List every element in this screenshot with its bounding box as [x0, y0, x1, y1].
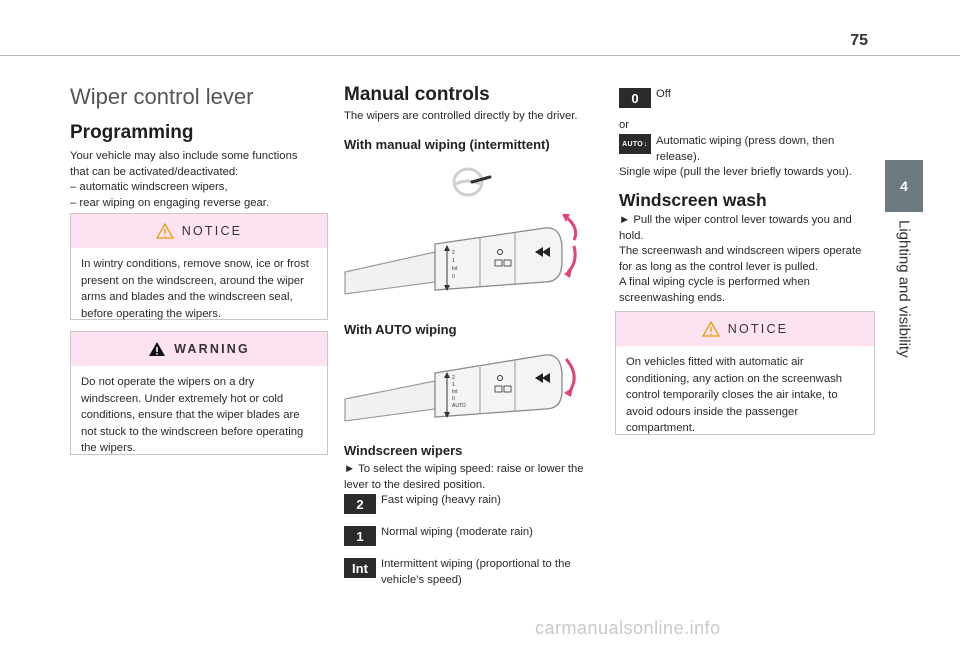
warning-triangle-icon: [701, 321, 720, 337]
text-line: control temporarily closes the air intak…: [626, 389, 838, 401]
chapter-tab[interactable]: 4: [885, 160, 923, 212]
subheading-windscreen-wipers: Windscreen wipers: [344, 443, 463, 458]
text-line: windscreen. Under extremely hot or cold: [81, 392, 284, 405]
text-line: A final wiping cycle is performed when: [619, 276, 810, 288]
warning-icon: [149, 342, 166, 356]
notice-box-wash: NOTICE On vehicles fitted with automatic…: [615, 311, 875, 435]
auto-badge-text: AUTO: [622, 140, 644, 148]
programming-text: Your vehicle may also include some funct…: [70, 149, 330, 211]
manual-intro: The wipers are controlled directly by th…: [344, 110, 578, 122]
text-line: Do not operate the wipers on a dry: [81, 376, 255, 388]
or-text: or: [619, 119, 630, 131]
lever-mark-1: 1: [452, 382, 455, 388]
text-line: lever to the desired position.: [344, 478, 486, 491]
text-line: ► To select the wiping speed: raise or l…: [344, 463, 584, 475]
warning-box: WARNING Do not operate the wipers on a d…: [70, 331, 328, 455]
lever-mark-int: Int: [452, 389, 458, 395]
position-badge-auto: AUTO↓: [619, 134, 651, 154]
text-line: arms and blades and the windscreen seal,: [81, 291, 293, 303]
lever-mark-0: 0: [452, 396, 455, 402]
notice-header: NOTICE: [71, 214, 327, 248]
text-line: The screenwash and windscreen wipers ope…: [619, 245, 862, 257]
warning-header: WARNING: [71, 332, 327, 366]
text-line: ► Pull the wiper control lever towards y…: [619, 214, 852, 226]
warning-triangle-icon: [155, 223, 174, 239]
subheading-manual-wiping: With manual wiping (intermittent): [344, 137, 550, 152]
notice-box: NOTICE In wintry conditions, remove snow…: [70, 213, 328, 320]
wiper-lever-illustration-manual: 2 1 Int 0: [344, 214, 578, 295]
speed-text-normal: Normal wiping (moderate rain): [381, 526, 533, 538]
chapter-title: Lighting and visibility: [890, 220, 918, 370]
position-badge-off: 0: [619, 88, 651, 108]
text-line: the wipers.: [81, 442, 136, 454]
text-line: In wintry conditions, remove snow, ice o…: [81, 258, 309, 270]
list-item: – automatic windscreen wipers,: [70, 181, 228, 193]
lever-mark-2: 2: [452, 250, 455, 256]
section-title-manual: Manual controls: [344, 84, 490, 105]
warning-body: Do not operate the wipers on a dry winds…: [71, 366, 327, 465]
text-line: compartment.: [626, 422, 696, 434]
section-title-programming: Programming: [70, 122, 194, 143]
steering-wheel-icon: [452, 167, 492, 197]
subheading-auto-wiping: With AUTO wiping: [344, 322, 457, 337]
text-line: On vehicles fitted with automatic air: [626, 356, 804, 368]
lever-mark-int: Int: [452, 266, 458, 272]
notice-body: In wintry conditions, remove snow, ice o…: [71, 248, 327, 330]
lever-mark-2: 2: [452, 375, 455, 381]
lever-mark-1: 1: [452, 258, 455, 264]
down-arrow-icon: ↓: [644, 140, 648, 148]
notice-label: NOTICE: [181, 224, 243, 238]
text-line: hold.: [619, 229, 644, 242]
text-line: not stuck to the windscreen before opera…: [81, 425, 304, 438]
section-title-windscreen-wash: Windscreen wash: [619, 190, 767, 210]
warning-label: WARNING: [174, 342, 250, 356]
single-wipe-text: Single wipe (pull the lever briefly towa…: [619, 166, 852, 178]
notice-label: NOTICE: [727, 322, 789, 336]
speed-badge-2: 2: [344, 494, 376, 514]
lever-mark-0: 0: [452, 274, 455, 280]
list-item: – rear wiping on engaging reverse gear.: [70, 196, 270, 209]
text-line: that can be activated/deactivated:: [70, 165, 239, 178]
auto-text: Automatic wiping (press down, then relea…: [656, 134, 834, 165]
speed-text-fast: Fast wiping (heavy rain): [381, 494, 501, 506]
text-line: release).: [656, 150, 700, 163]
text-line: conditioning, any action on the screenwa…: [626, 372, 843, 385]
notice-header: NOTICE: [616, 312, 874, 346]
wiper-lever-illustration-auto: 2 1 Int 0 AUTO: [344, 354, 576, 422]
text-line: for as long as the control lever is pull…: [619, 260, 819, 273]
speed-text-intermittent: Intermittent wiping (proportional to the…: [381, 557, 571, 588]
page-number: 75: [850, 32, 868, 49]
text-line: Intermittent wiping (proportional to the: [381, 558, 571, 570]
text-line: screenwashing ends.: [619, 291, 726, 304]
speed-badge-int: Int: [344, 558, 376, 578]
text-line: before operating the wipers.: [81, 307, 222, 320]
chapter-title-text: Lighting and visibility: [895, 220, 913, 358]
speed-intro: ► To select the wiping speed: raise or l…: [344, 462, 584, 493]
text-line: Automatic wiping (press down, then: [656, 135, 835, 147]
text-line: avoid odours inside the passenger: [626, 405, 799, 418]
speed-badge-1: 1: [344, 526, 376, 546]
text-line: Your vehicle may also include some funct…: [70, 150, 298, 162]
notice-body: On vehicles fitted with automatic air co…: [616, 346, 874, 445]
text-line: present on the windscreen, around the wi…: [81, 274, 304, 287]
off-text: Off: [656, 88, 671, 100]
wash-text: ► Pull the wiper control lever towards y…: [619, 213, 879, 306]
watermark: carmanualsonline.info: [535, 618, 721, 638]
header-rule: [0, 55, 960, 56]
lever-mark-auto: AUTO: [452, 403, 466, 409]
text-line: vehicle’s speed): [381, 573, 462, 586]
text-line: conditions, ensure that the wiper blades…: [81, 409, 300, 421]
page-title: Wiper control lever: [70, 84, 254, 109]
